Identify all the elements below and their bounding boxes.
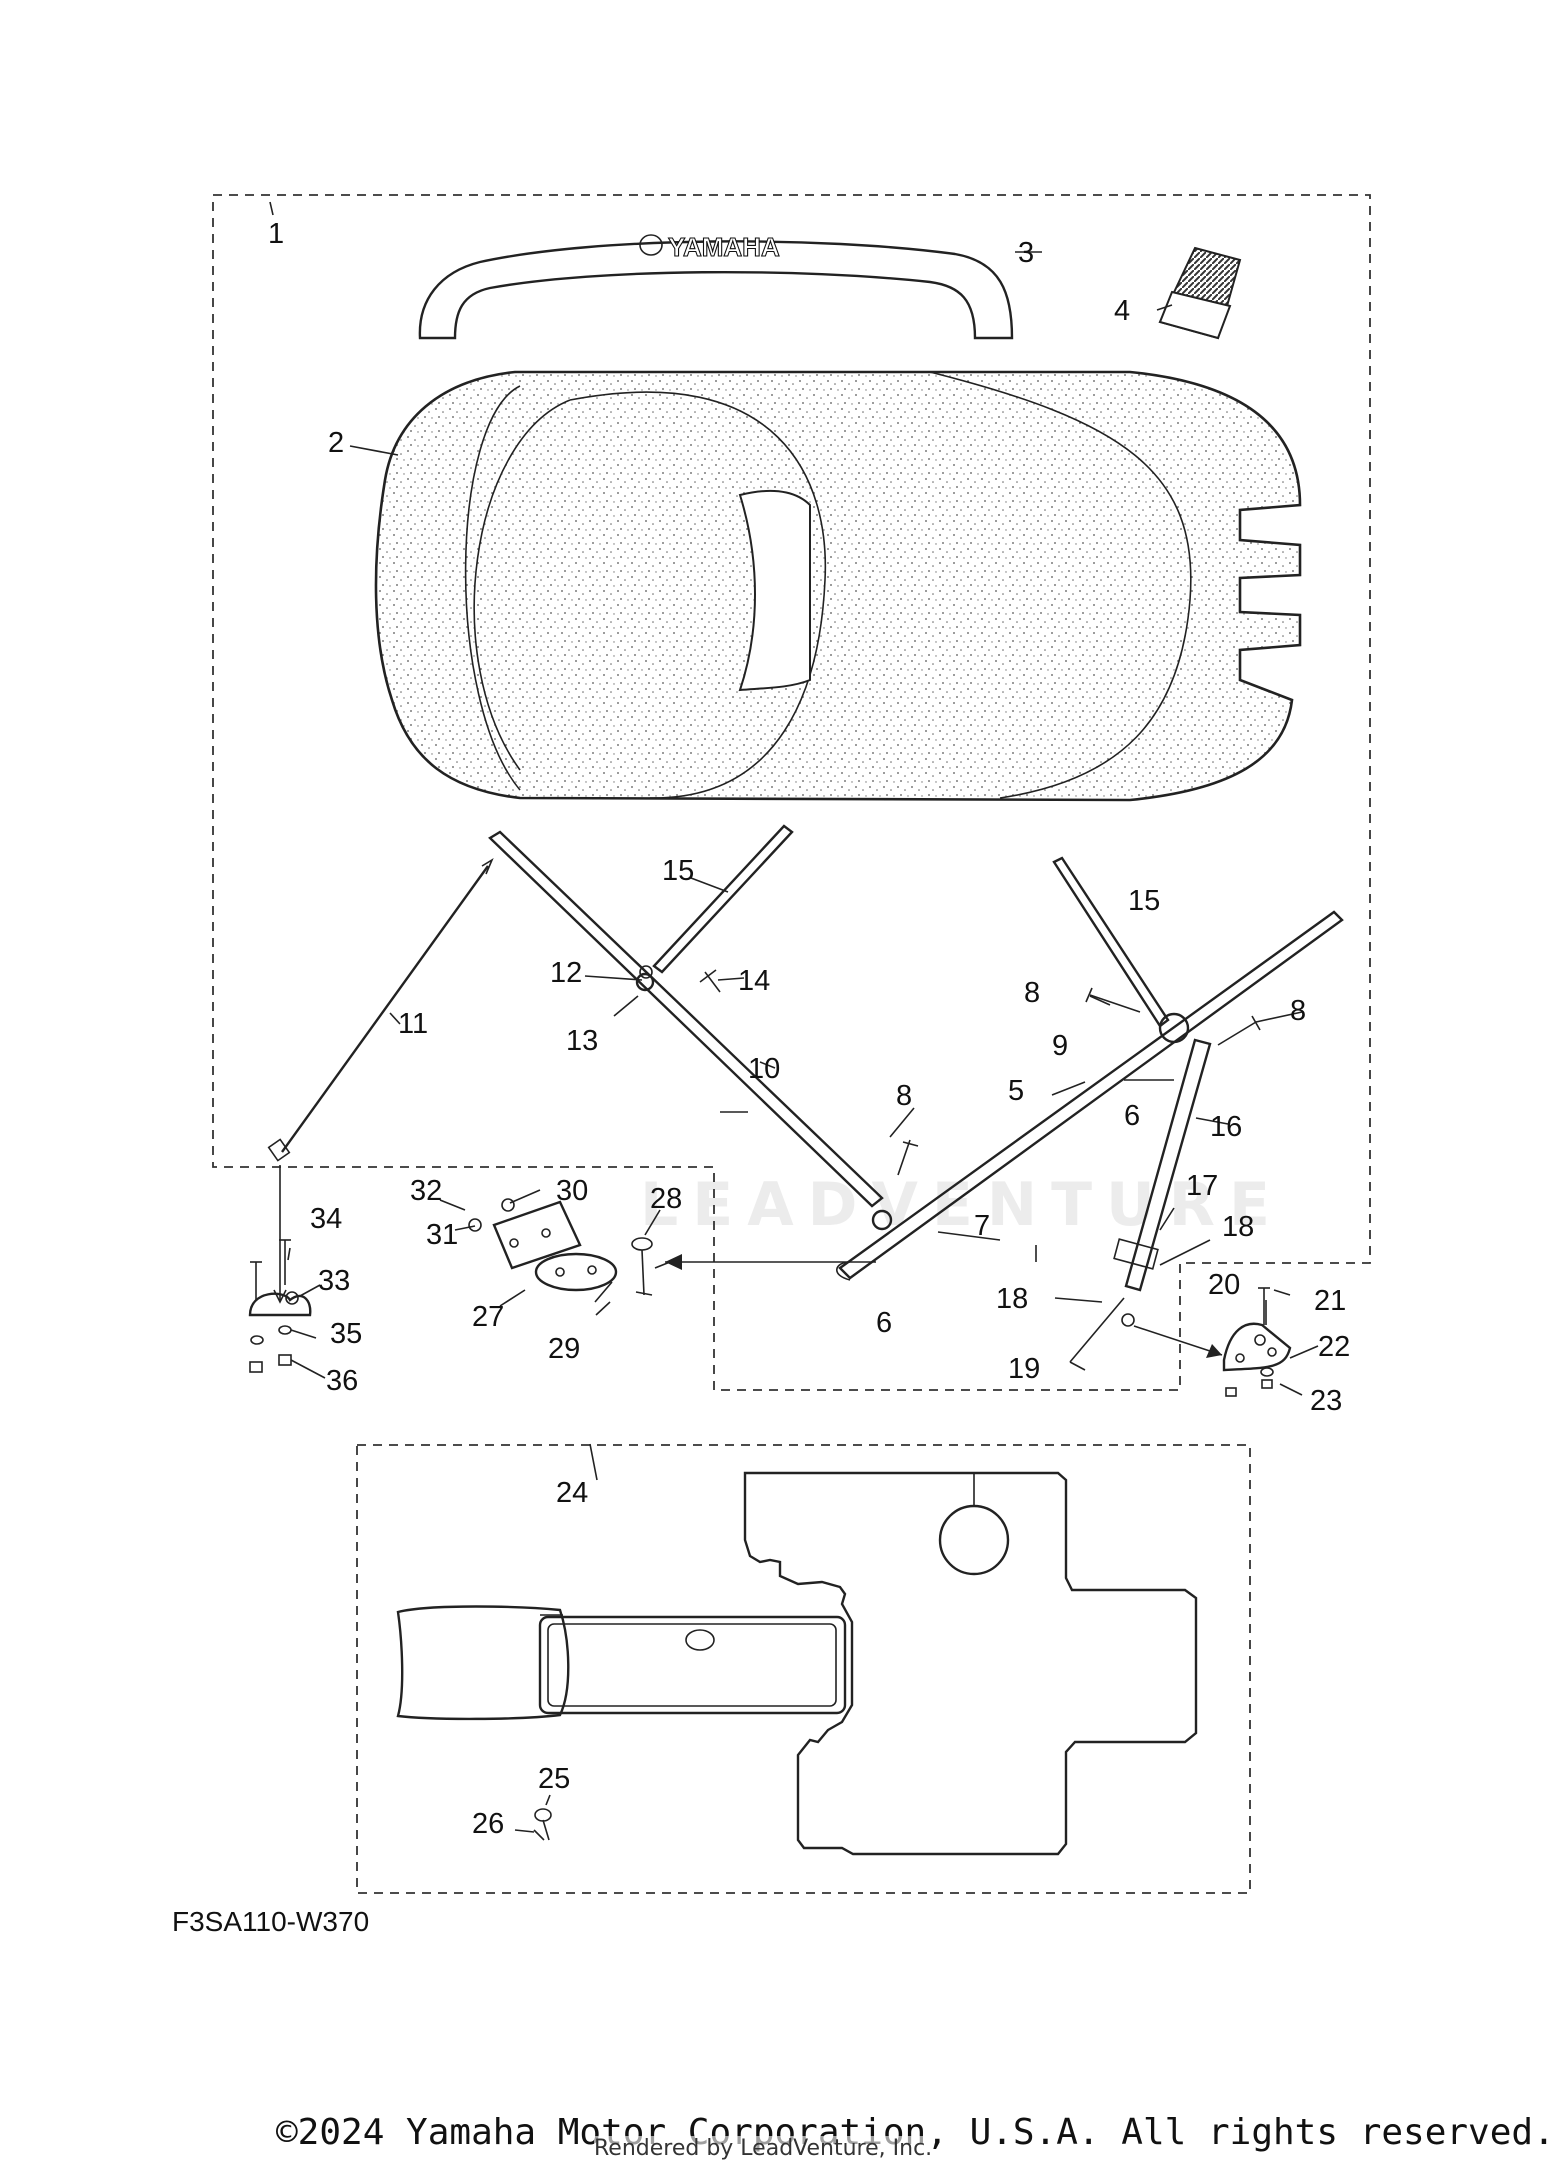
callout-17: 17	[1186, 1170, 1218, 1202]
callout-34: 34	[310, 1203, 342, 1235]
strut-16	[1113, 1038, 1212, 1327]
callout-16: 16	[1210, 1111, 1242, 1143]
callouts: 1 2 3 4 5 6 6 7 8 8 8 9 10 11 12 13 14 1…	[268, 218, 1350, 1840]
callout-5: 5	[1008, 1075, 1024, 1107]
callout-11: 11	[398, 1008, 428, 1040]
callout-36: 36	[326, 1365, 358, 1397]
decal	[1158, 246, 1242, 340]
frame-bow-5	[836, 910, 1344, 1281]
deck-mat	[396, 1471, 1198, 1856]
callout-3: 3	[1018, 237, 1034, 269]
callout-1: 1	[268, 218, 284, 250]
callout-31: 31	[426, 1219, 458, 1251]
callout-18b: 18	[996, 1283, 1028, 1315]
callout-25: 25	[538, 1763, 570, 1795]
junction-9	[1158, 1012, 1190, 1044]
pin-19	[1069, 1297, 1125, 1363]
boat-cover	[374, 370, 1302, 802]
callout-2: 2	[328, 427, 344, 459]
fastener-25-26	[533, 1808, 552, 1841]
callout-23: 23	[1310, 1385, 1342, 1417]
callout-15b: 15	[1128, 885, 1160, 917]
callout-7: 7	[974, 1210, 990, 1242]
hinge-30-bracket-27	[468, 1198, 671, 1303]
rendered-by-credit: Rendered by LeadVenture, Inc.	[594, 2136, 933, 2161]
frame-brace-15-left	[639, 824, 794, 979]
frame-brace-15-right	[1052, 856, 1170, 1028]
prop-pole	[267, 858, 494, 1304]
assembly-boundary	[212, 194, 1371, 1391]
callout-8c: 8	[896, 1080, 912, 1112]
callout-24: 24	[556, 1477, 588, 1509]
callout-33: 33	[318, 1265, 350, 1297]
leader-lines	[269, 201, 1319, 1833]
callout-30: 30	[556, 1175, 588, 1207]
junction-6	[871, 1209, 893, 1231]
callout-22: 22	[1318, 1331, 1350, 1363]
junction-12	[635, 972, 655, 992]
callout-27: 27	[472, 1301, 504, 1333]
callout-21: 21	[1314, 1285, 1346, 1317]
frame-bow-10	[488, 830, 884, 1208]
callout-8a: 8	[1024, 977, 1040, 1009]
arrow-head-icon	[1206, 1344, 1222, 1358]
figure-code: F3SA110-W370	[172, 1906, 370, 1937]
callout-19: 19	[1008, 1353, 1040, 1385]
callout-14: 14	[738, 965, 770, 997]
callout-8b: 8	[1290, 995, 1306, 1027]
strap-brand-text: YAMAHA	[668, 232, 780, 262]
bracket-33	[248, 1239, 312, 1373]
callout-35: 35	[330, 1318, 362, 1350]
grab-strap: YAMAHA	[418, 231, 1014, 340]
callout-13: 13	[566, 1025, 598, 1057]
callout-29: 29	[548, 1333, 580, 1365]
arrow-to-bracket-20	[1133, 1325, 1223, 1356]
callout-26: 26	[472, 1808, 504, 1840]
bracket-20	[1222, 1287, 1292, 1397]
callout-28: 28	[650, 1183, 682, 1215]
callout-32: 32	[410, 1175, 442, 1207]
callout-6b: 6	[876, 1307, 892, 1339]
callout-4: 4	[1114, 295, 1130, 327]
bolt-icons	[699, 969, 1261, 1176]
arrow-head-icon	[665, 1254, 682, 1270]
callout-12: 12	[550, 957, 582, 989]
lanyard-18	[1054, 1297, 1103, 1303]
callout-15a: 15	[662, 855, 694, 887]
yamaha-logo-icon	[639, 234, 663, 256]
callout-18a: 18	[1222, 1211, 1254, 1243]
callout-6a: 6	[1124, 1100, 1140, 1132]
callout-9: 9	[1052, 1030, 1068, 1062]
callout-20: 20	[1208, 1269, 1240, 1301]
callout-10: 10	[748, 1053, 780, 1085]
parts-diagram: YAMAHA	[212, 194, 1371, 1894]
